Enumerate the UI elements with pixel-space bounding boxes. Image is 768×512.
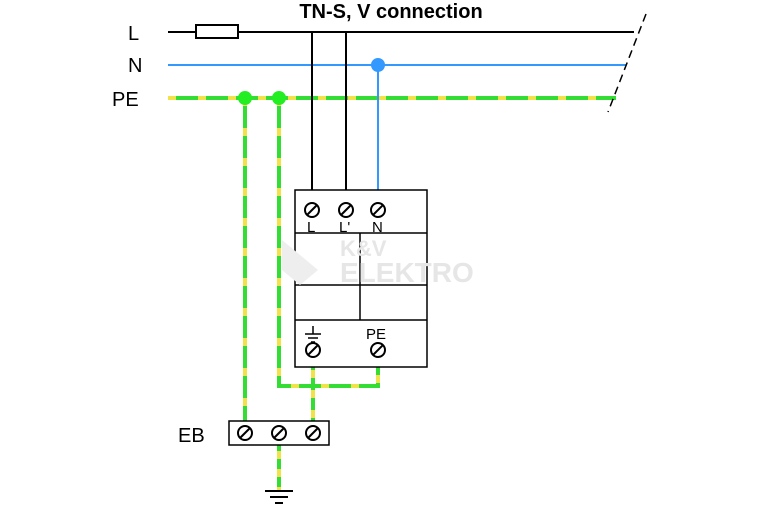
watermark-line1: K&V: [340, 236, 387, 261]
terminal-screw-icon: [338, 202, 354, 218]
terminal-screw-icon: [271, 425, 287, 441]
terminal-label-pe: PE: [366, 326, 386, 343]
diagram-title: TN-S, V connection: [299, 1, 482, 23]
junction-node-n: [371, 58, 385, 72]
terminal-screw-icon: [305, 342, 321, 358]
label-pe: PE: [112, 89, 139, 111]
wire-pe-to-device-pe: [277, 98, 380, 388]
junction-node-pe-1: [238, 91, 252, 105]
terminal-screw-icon: [370, 342, 386, 358]
watermark-logo: K&V ELEKTRO: [282, 236, 474, 288]
label-eb: EB: [178, 425, 205, 447]
label-l: L: [128, 23, 139, 45]
label-n: N: [128, 55, 142, 77]
ground-icon: [265, 490, 293, 504]
terminal-label-l: L: [307, 219, 315, 236]
conductor-l: [168, 24, 634, 39]
surge-protection-device: K&V ELEKTRO L L' N PE: [282, 189, 474, 368]
watermark-line2: ELEKTRO: [340, 257, 474, 288]
terminal-label-l-prime: L': [339, 219, 350, 236]
line-break-icon: [607, 13, 647, 113]
junction-node-pe-2: [272, 91, 286, 105]
terminal-label-n: N: [372, 219, 383, 236]
equipotential-bar: [228, 420, 330, 446]
terminal-screw-icon: [304, 202, 320, 218]
terminal-screw-icon: [305, 425, 321, 441]
fuse-icon: [195, 24, 239, 39]
terminal-screw-icon: [370, 202, 386, 218]
terminal-screw-icon: [237, 425, 253, 441]
